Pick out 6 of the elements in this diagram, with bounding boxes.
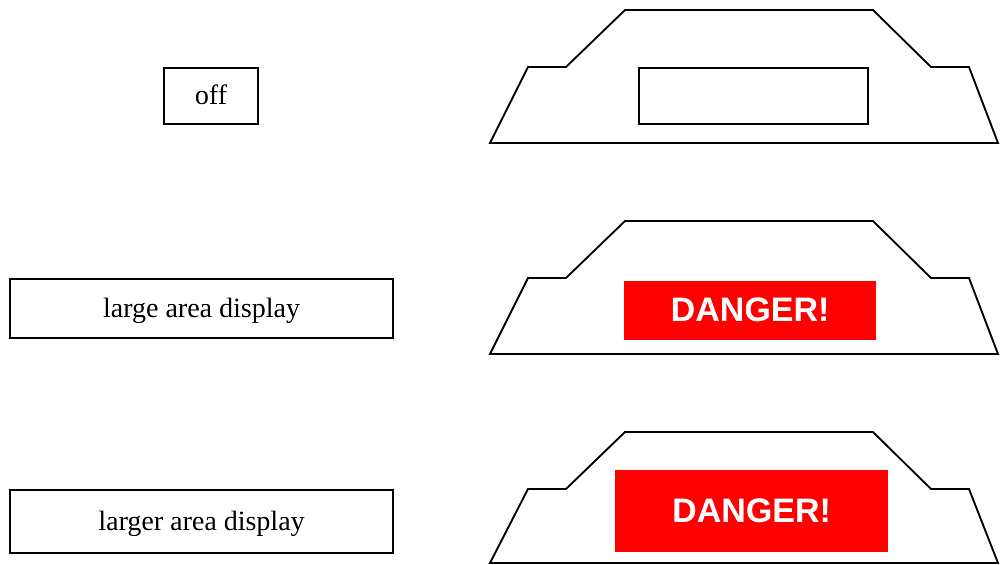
blank-display — [638, 67, 869, 125]
label-box: off — [163, 67, 259, 125]
label-box: larger area display — [9, 489, 394, 554]
warning-sign: DANGER! — [624, 281, 876, 340]
label-box: large area display — [9, 278, 394, 339]
warning-sign: DANGER! — [615, 470, 888, 552]
